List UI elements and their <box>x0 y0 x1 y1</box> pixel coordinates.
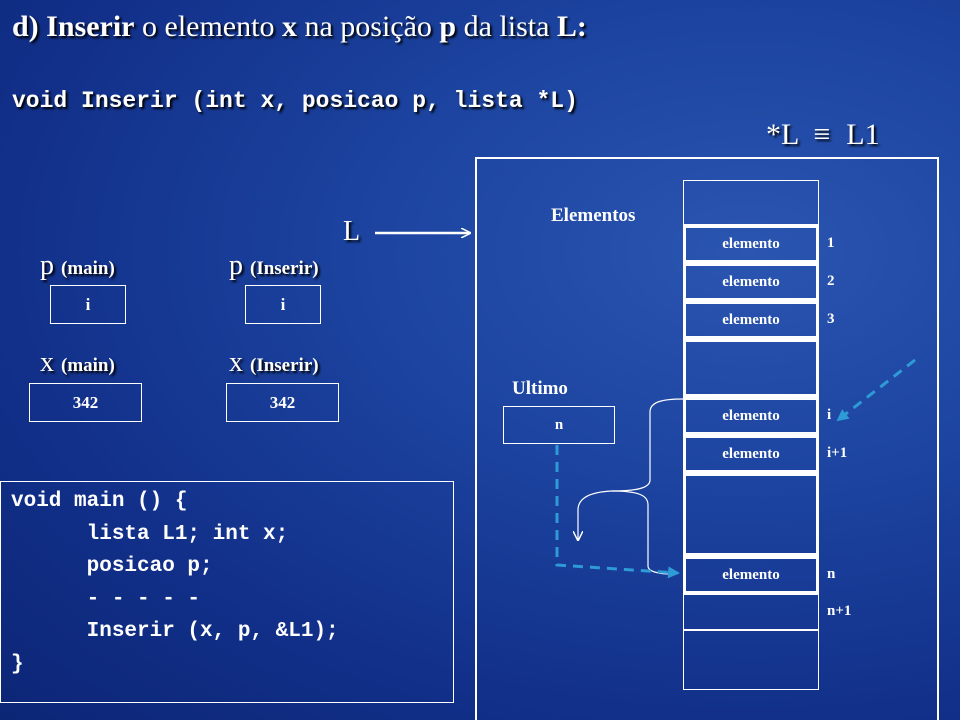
p-inserir-label: p (Inserir) <box>229 250 319 282</box>
array-cell-2: elemento <box>683 263 819 301</box>
slide-title: d) Inserir o elemento x na posição p da … <box>12 10 587 44</box>
array-cell-empty <box>683 630 819 690</box>
array-cell-n-plus-1 <box>683 594 819 630</box>
array-cell-n: elemento <box>683 556 819 594</box>
array-cell-gap <box>683 473 819 556</box>
p-inserir-scope: (Inserir) <box>250 258 319 279</box>
title-part1: d) Inserir <box>12 10 135 43</box>
title-part2: o elemento <box>134 10 282 43</box>
main-code-box: void main () { lista L1; int x; posicao … <box>0 481 454 703</box>
p-main-name: p <box>40 250 54 281</box>
pointer-label-l: L <box>343 216 361 247</box>
title-part3: x <box>281 10 297 43</box>
function-signature: void Inserir (int x, posicao p, lista *L… <box>12 88 578 114</box>
title-part7: L: <box>556 10 587 43</box>
last-value-box: n <box>503 406 615 444</box>
x-main-label: x (main) <box>40 347 115 379</box>
code-line: - - - - - <box>11 587 201 611</box>
equiv-left: *L <box>766 118 800 151</box>
array-index-2: 2 <box>827 273 835 289</box>
array-cell-i: elemento <box>683 397 819 435</box>
x-main-name: x <box>40 347 54 378</box>
p-main-scope: (main) <box>61 258 115 279</box>
array-index-n-plus-1: n+1 <box>827 603 852 619</box>
p-inserir-name: p <box>229 250 243 281</box>
array-cell-i-plus-1: elemento <box>683 435 819 473</box>
array-index-3: 3 <box>827 311 835 327</box>
p-main-value-box: i <box>50 285 126 324</box>
p-main-label: p (main) <box>40 250 115 282</box>
equiv-right: L1 <box>846 118 880 151</box>
array-index-n: n <box>827 566 836 582</box>
last-to-n-arrow <box>555 445 680 579</box>
code-line: lista L1; int x; <box>11 522 289 546</box>
array-index-i: i <box>827 407 832 423</box>
insert-position-arrow <box>836 358 916 422</box>
equivalence-label: *L ≡ L1 <box>766 118 880 152</box>
array-cell-gap <box>683 339 819 397</box>
last-label: Ultimo <box>512 378 568 399</box>
array-cell-1: elemento <box>683 225 819 263</box>
elements-label: Elementos <box>551 205 636 226</box>
array-index-1: 1 <box>827 235 835 251</box>
code-line: Inserir (x, p, &L1); <box>11 620 339 643</box>
title-part5: p <box>439 10 457 43</box>
title-part4: na posição <box>296 10 440 43</box>
x-main-scope: (main) <box>61 355 115 376</box>
shift-arrow <box>578 490 613 540</box>
p-inserir-value-box: i <box>245 285 321 324</box>
range-brace-upper <box>611 398 684 492</box>
title-part6: da lista <box>456 10 557 43</box>
equiv-symbol: ≡ <box>813 118 831 151</box>
array-index-i-plus-1: i+1 <box>827 445 848 461</box>
code-line: void main () { <box>11 490 188 513</box>
x-inserir-label: x (Inserir) <box>229 347 319 379</box>
x-main-value-box: 342 <box>29 383 142 422</box>
array-cell-3: elemento <box>683 301 819 339</box>
list-memory-panel <box>475 157 939 720</box>
code-line: posicao p; <box>11 555 213 578</box>
x-inserir-value-box: 342 <box>226 383 339 422</box>
x-inserir-name: x <box>229 347 243 378</box>
x-inserir-scope: (Inserir) <box>250 355 319 376</box>
array-cell-empty <box>683 180 819 225</box>
range-brace-lower <box>611 490 673 575</box>
code-line: } <box>11 652 24 676</box>
